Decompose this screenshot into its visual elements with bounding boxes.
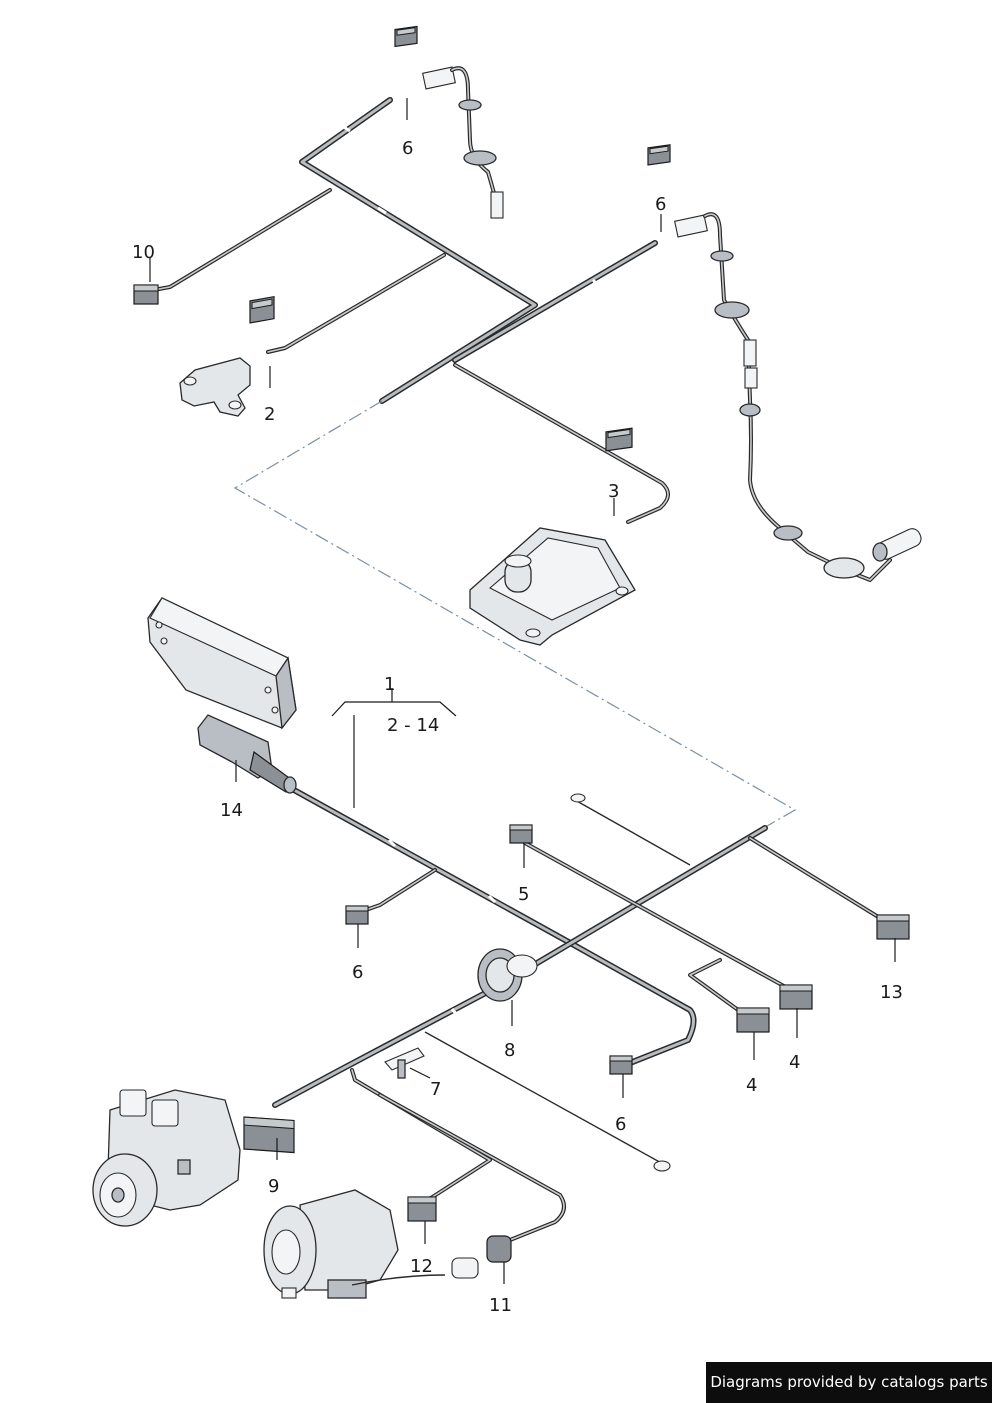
lower-harness [272, 782, 882, 1242]
assembly-link-outline [233, 400, 797, 831]
connector-4-left [736, 1007, 770, 1033]
connector-13 [876, 914, 910, 940]
callout-6-right: 6 [655, 194, 666, 215]
connector-6-lower-left [345, 905, 369, 925]
ecu-connector-14 [197, 714, 297, 794]
callout-1-range: 2 - 14 [387, 715, 439, 736]
callout-13: 13 [880, 982, 903, 1003]
callout-labels: 6 6 10 2 3 1 2 - 14 14 5 6 13 8 4 4 7 6 … [132, 138, 903, 1316]
connector-6-upper [394, 25, 418, 48]
wheel-speed-sensor-cable-right [674, 212, 922, 582]
callout-12: 12 [410, 1256, 433, 1277]
leader-lines [149, 98, 896, 1284]
control-unit-3 [469, 427, 636, 646]
callout-14: 14 [220, 800, 243, 821]
connector-6-lower-right [609, 1055, 633, 1075]
sensor-2 [179, 295, 275, 417]
callout-10: 10 [132, 242, 155, 263]
connector-10 [133, 284, 159, 305]
callout-6-top: 6 [402, 138, 413, 159]
callout-4-right: 4 [789, 1052, 800, 1073]
grommet-8 [477, 948, 538, 1002]
callout-6-lower-left: 6 [352, 962, 363, 983]
callout-6-lower-right: 6 [615, 1114, 626, 1135]
ring-terminal-lower [653, 1160, 671, 1172]
connector-4-right [779, 984, 813, 1010]
connector-12 [407, 1196, 437, 1222]
callout-8: 8 [504, 1040, 515, 1061]
hydraulic-unit [92, 1089, 241, 1227]
callout-11: 11 [489, 1295, 512, 1316]
control-module-housing [147, 597, 297, 730]
connector-9 [243, 1116, 295, 1154]
pump-motor [263, 1189, 479, 1299]
catalog-credit-banner: Diagrams provided by catalogs parts [706, 1362, 992, 1403]
wheel-speed-sensor-cable-upper [422, 66, 504, 219]
callout-2: 2 [264, 404, 275, 425]
callout-3: 3 [608, 481, 619, 502]
callout-5: 5 [518, 884, 529, 905]
callout-1: 1 [384, 674, 395, 695]
callout-9: 9 [268, 1176, 279, 1197]
connector-11 [486, 1235, 512, 1263]
connector-6-right [647, 144, 671, 166]
cable-clip-7 [384, 1047, 425, 1079]
callout-4-left: 4 [746, 1075, 757, 1096]
callout-7: 7 [430, 1079, 441, 1100]
ring-terminal-upper [570, 793, 586, 803]
connector-5 [509, 824, 533, 844]
upper-harness [146, 97, 670, 524]
